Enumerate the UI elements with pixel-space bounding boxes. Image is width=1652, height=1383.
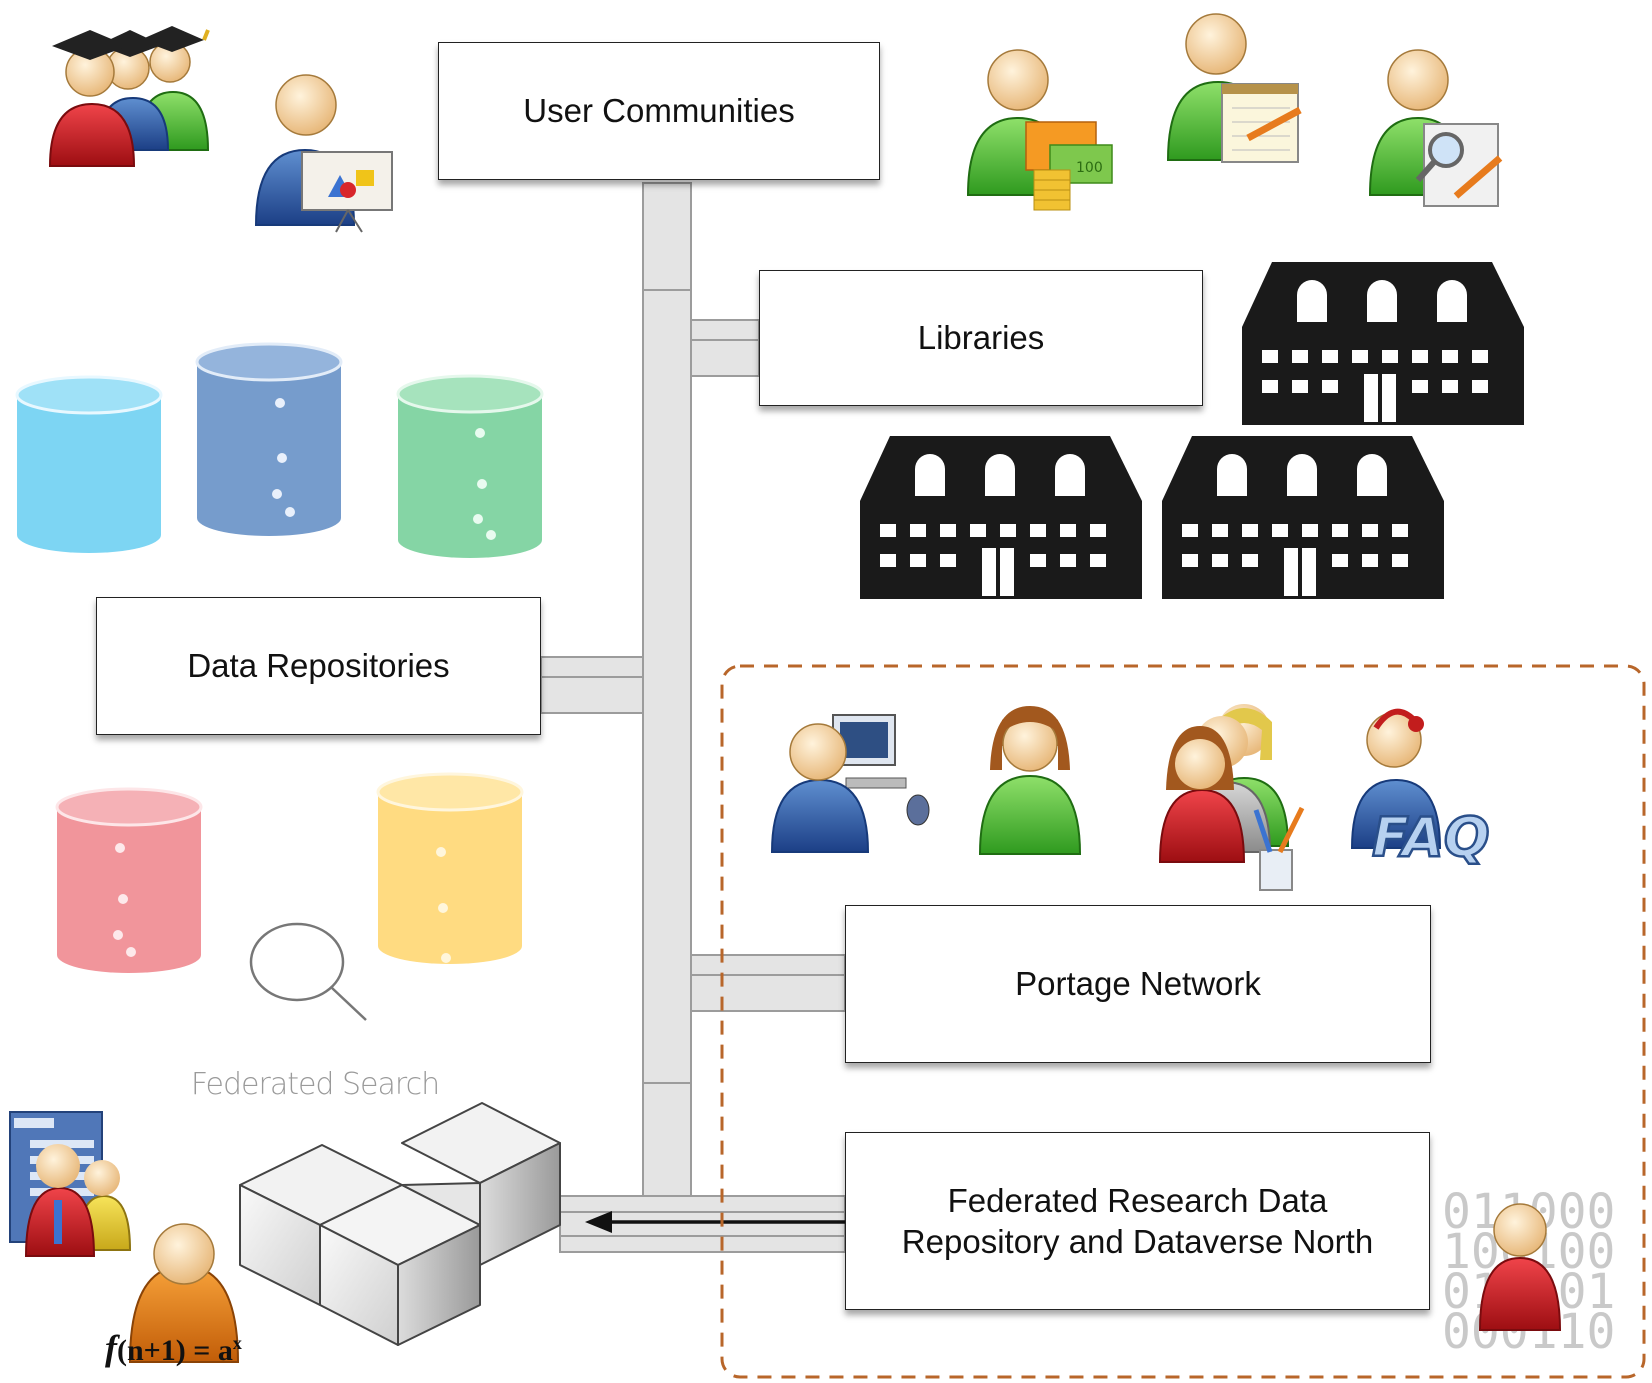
- database-cylinder-green: [396, 374, 544, 558]
- team-collaboration-icon: [1158, 704, 1305, 891]
- frdr-label-line1: Federated Research Data: [947, 1181, 1328, 1219]
- portage-region-border: [720, 664, 1646, 1379]
- database-cylinder-red: [55, 787, 203, 973]
- staff-woman-icon: [978, 706, 1082, 855]
- libraries-box: Libraries: [759, 270, 1203, 406]
- library-building-icon: [1242, 262, 1524, 425]
- database-cylinder-blue: [195, 342, 343, 536]
- storage-cubes-icon: [239, 1102, 561, 1346]
- library-building-icon: [1162, 436, 1444, 599]
- portage-network-label: Portage Network: [1015, 965, 1261, 1003]
- federated-search-label: Federated Search: [190, 1067, 440, 1102]
- formula-exponent: x: [232, 1333, 242, 1353]
- research-office-icon: [9, 1111, 132, 1257]
- mathematician-icon: [128, 1223, 240, 1363]
- flow-arrow: [585, 1211, 845, 1233]
- libraries-connector: [690, 319, 760, 377]
- main-vertical-bus: [642, 182, 692, 1199]
- data-repositories-connector: [540, 656, 644, 714]
- faq-support-icon: FAQ: [1350, 708, 1491, 870]
- magnifier-icon: [249, 922, 367, 1021]
- database-cylinder-cyan: [15, 375, 163, 553]
- frdr-dataverse-box: Federated Research Data Repository and D…: [845, 1132, 1430, 1310]
- database-cylinder-yellow: [376, 772, 524, 964]
- presenter-icon: [254, 74, 393, 233]
- user-communities-box: User Communities: [438, 42, 880, 180]
- svg-text:100: 100: [1076, 160, 1103, 176]
- svg-text:FAQ: FAQ: [1372, 806, 1490, 869]
- computer-user-icon: [770, 714, 930, 853]
- formula-function: f: [105, 1328, 117, 1368]
- funder-icon: 100: [966, 49, 1113, 211]
- frdr-label-line2: Repository and Dataverse North: [901, 1223, 1374, 1260]
- library-building-icon: [860, 436, 1142, 599]
- libraries-label: Libraries: [917, 319, 1045, 357]
- reviewer-icon: [1368, 49, 1503, 207]
- portage-connector: [690, 954, 846, 1012]
- graduates-group-icon: [48, 26, 210, 167]
- data-repositories-label: Data Repositories: [187, 647, 450, 685]
- portage-network-box: Portage Network: [845, 905, 1431, 1063]
- author-notepad-icon: [1166, 13, 1302, 163]
- formula-body: (n+1) = a: [117, 1334, 233, 1367]
- data-user-icon: [1478, 1203, 1562, 1331]
- data-repositories-box: Data Repositories: [96, 597, 541, 735]
- math-formula-label: f(n+1) = ax: [105, 1327, 242, 1369]
- user-communities-label: User Communities: [523, 92, 795, 130]
